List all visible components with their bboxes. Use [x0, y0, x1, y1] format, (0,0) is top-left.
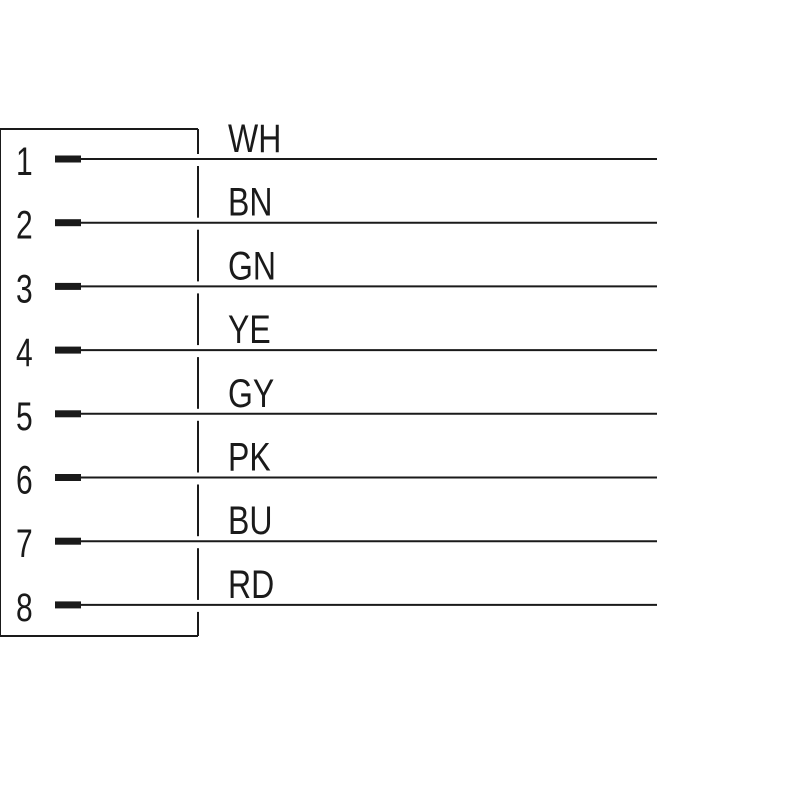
- pin-number: 2: [16, 204, 33, 248]
- pin-number: 6: [16, 458, 33, 502]
- pin-contact: [55, 410, 81, 418]
- pin-number: 8: [16, 586, 33, 630]
- pin-contact: [55, 282, 81, 290]
- wire-color-label: BU: [228, 498, 272, 543]
- pin-contact: [55, 155, 81, 163]
- wire-color-label: GY: [228, 370, 274, 415]
- pin-number: 4: [16, 331, 33, 375]
- pin-contact: [55, 601, 81, 609]
- wire-color-label: WH: [228, 116, 281, 161]
- pin-contact: [55, 219, 81, 227]
- pin-number: 5: [16, 395, 33, 439]
- wire-color-label: RD: [228, 561, 274, 606]
- connector-housing: [0, 128, 198, 637]
- wire-color-label: PK: [228, 434, 271, 479]
- wire-color-label: BN: [228, 179, 272, 224]
- pin-contact: [55, 537, 81, 545]
- pin-contact: [55, 346, 81, 354]
- wire-color-label: GN: [228, 243, 276, 288]
- pin-number: 3: [16, 267, 33, 311]
- pin-number: 7: [16, 522, 33, 566]
- pin-contact: [55, 474, 81, 481]
- wire-color-label: YE: [228, 307, 271, 352]
- pin-number: 1: [16, 140, 33, 184]
